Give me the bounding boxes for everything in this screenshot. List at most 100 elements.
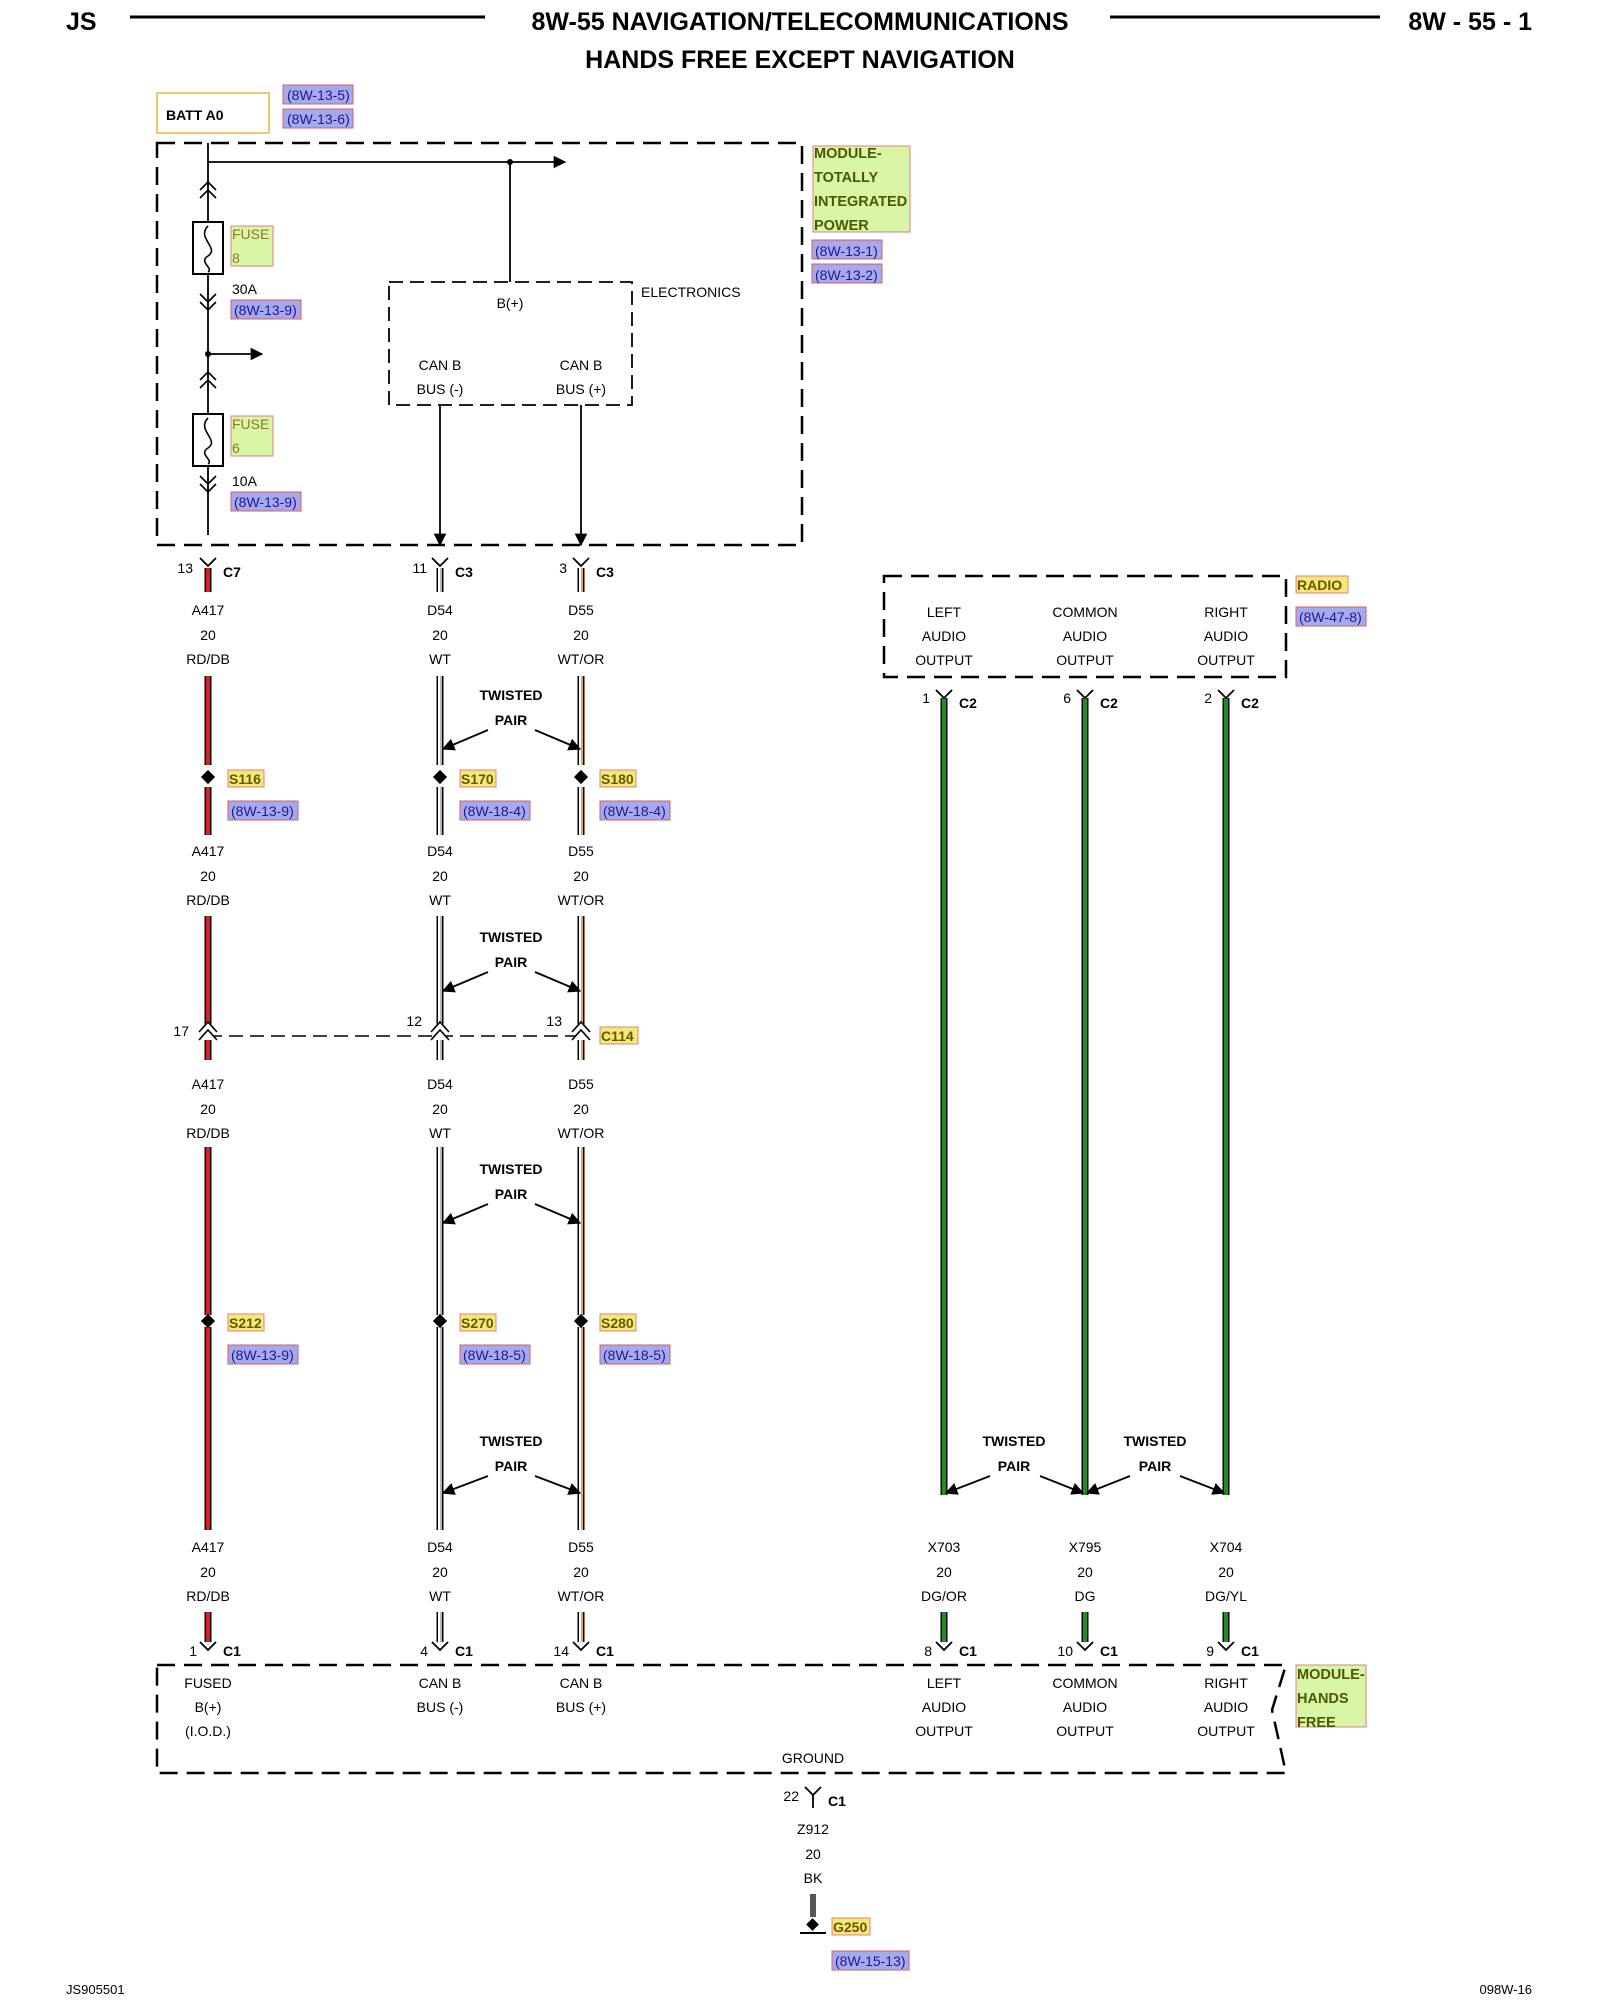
wire-a417-color-3: RD/DB <box>186 1125 230 1141</box>
hf-pin-fused-1: FUSED <box>184 1675 231 1691</box>
radio-tag[interactable]: RADIO <box>1297 577 1342 593</box>
batt-a0-box <box>156 92 270 134</box>
conn-c7-name: C7 <box>223 564 241 580</box>
splice-s116[interactable]: S116 <box>229 771 261 787</box>
wire-d54-id-3: D54 <box>427 1076 453 1092</box>
tipm-ref-1[interactable]: (8W-13-1) <box>815 243 878 259</box>
fuse-6: FUSE 6 10A (8W-13-9) <box>192 413 302 512</box>
batt-ref-2[interactable]: (8W-13-6) <box>287 111 350 127</box>
tipm-label-2: TOTALLY <box>814 170 879 186</box>
twisted-pair-5-a: TWISTED <box>983 1433 1046 1449</box>
conn-c3-name-1: C3 <box>455 564 473 580</box>
electronics-bplus: B(+) <box>497 295 524 311</box>
wire-z912-color: BK <box>804 1870 823 1886</box>
hf-pin-right-1: RIGHT <box>1204 1675 1248 1691</box>
electronics-block: B(+) ELECTRONICS CAN B BUS (-) CAN B BUS… <box>388 281 741 547</box>
hf-conn-pin-10: 10 <box>1057 1643 1073 1659</box>
wire-d55-color-3: WT/OR <box>558 1125 605 1141</box>
canb-plus-1: CAN B <box>560 357 603 373</box>
hf-conn-name-3: C1 <box>596 1643 614 1659</box>
c114-pin-13: 13 <box>546 1013 562 1029</box>
radio-right-3: OUTPUT <box>1197 652 1255 668</box>
wire-d54-id-1: D54 <box>427 602 453 618</box>
twisted-pair-6-a: TWISTED <box>1124 1433 1187 1449</box>
radio-common-2: AUDIO <box>1063 628 1107 644</box>
ground-g250-ref[interactable]: (8W-15-13) <box>835 1953 906 1969</box>
wire-x795-id: X795 <box>1069 1539 1102 1555</box>
hf-pin-fused-3: (I.O.D.) <box>185 1723 231 1739</box>
wire-d55-color-2: WT/OR <box>558 892 605 908</box>
wire-d55-id-3: D55 <box>568 1076 594 1092</box>
ground-g250[interactable]: G250 <box>833 1919 867 1935</box>
hf-pin-canb-plus-1: CAN B <box>560 1675 603 1691</box>
fuse-8-ref[interactable]: (8W-13-9) <box>234 302 297 318</box>
splice-s212-ref[interactable]: (8W-13-9) <box>231 1347 294 1363</box>
hf-conn-name-6: C1 <box>1241 1643 1259 1659</box>
c114-pin-12: 12 <box>406 1013 422 1029</box>
hf-conn-name-2: C1 <box>455 1643 473 1659</box>
splice-s280[interactable]: S280 <box>601 1315 634 1331</box>
canb-minus-2: BUS (-) <box>417 381 464 397</box>
hf-pin-canb-plus-2: BUS (+) <box>556 1699 606 1715</box>
hf-conn-pin-4: 4 <box>420 1643 428 1659</box>
radio-conn-pin-1: 1 <box>922 690 930 706</box>
footer-left: JS905501 <box>66 1982 125 1997</box>
fuse-8-rating: 30A <box>232 281 258 297</box>
radio-ref[interactable]: (8W-47-8) <box>1299 609 1362 625</box>
hf-label-3: FREE <box>1297 1715 1336 1731</box>
wire-a417-id-2: A417 <box>192 843 225 859</box>
tipm-label-1: MODULE- <box>814 146 882 162</box>
ground-conn-name: C1 <box>828 1793 846 1809</box>
twisted-pair-2-a: TWISTED <box>480 929 543 945</box>
hf-pin-common-1: COMMON <box>1052 1675 1117 1691</box>
splice-s180-ref[interactable]: (8W-18-4) <box>603 803 666 819</box>
wire-a417-color-2: RD/DB <box>186 892 230 908</box>
canb-minus-1: CAN B <box>419 357 462 373</box>
hands-free-module: MODULE- HANDS FREE FUSED B(+) (I.O.D.) C… <box>155 1663 1367 1775</box>
wire-a417-color-1: RD/DB <box>186 651 230 667</box>
splice-s270-ref[interactable]: (8W-18-5) <box>463 1347 526 1363</box>
wire-x704-id: X704 <box>1210 1539 1243 1555</box>
hf-ground-label: GROUND <box>782 1750 844 1766</box>
canb-plus-2: BUS (+) <box>556 381 606 397</box>
wire-d55-id-1: D55 <box>568 602 594 618</box>
c114-name[interactable]: C114 <box>601 1028 634 1044</box>
hf-label-2: HANDS <box>1297 1691 1349 1707</box>
hf-conn-pin-8: 8 <box>924 1643 932 1659</box>
batt-ref-1[interactable]: (8W-13-5) <box>287 87 350 103</box>
radio-left-3: OUTPUT <box>915 652 973 668</box>
c114-pin-17: 17 <box>173 1023 189 1039</box>
splice-s170[interactable]: S170 <box>461 771 494 787</box>
radio-left-2: AUDIO <box>922 628 966 644</box>
twisted-pair-labels: TWISTED PAIR TWISTED PAIR TWISTED PAIR T… <box>441 687 1226 1495</box>
wire-a417-id-4: A417 <box>192 1539 225 1555</box>
wire-d54-gauge-3: 20 <box>432 1101 448 1117</box>
batt-a0-label: BATT A0 <box>166 107 224 123</box>
radio-conn-name-2: C2 <box>1100 695 1118 711</box>
fuse-6-rating: 10A <box>232 473 258 489</box>
twisted-pair-4-b: PAIR <box>495 1458 527 1474</box>
splice-s180[interactable]: S180 <box>601 771 634 787</box>
hf-pin-common-2: AUDIO <box>1063 1699 1107 1715</box>
splice-s270[interactable]: S270 <box>461 1315 494 1331</box>
hf-pin-canb-minus-2: BUS (-) <box>417 1699 464 1715</box>
fuse-6-ref[interactable]: (8W-13-9) <box>234 494 297 510</box>
splice-s280-ref[interactable]: (8W-18-5) <box>603 1347 666 1363</box>
hf-conn-name-1: C1 <box>223 1643 241 1659</box>
twisted-pair-2-b: PAIR <box>495 954 527 970</box>
conn-c7-pin: 13 <box>177 560 193 576</box>
splice-s170-ref[interactable]: (8W-18-4) <box>463 803 526 819</box>
wire-a417-id-3: A417 <box>192 1076 225 1092</box>
hf-pin-left-3: OUTPUT <box>915 1723 973 1739</box>
radio-right-1: RIGHT <box>1204 604 1248 620</box>
hf-conn-name-4: C1 <box>959 1643 977 1659</box>
tipm-ref-2[interactable]: (8W-13-2) <box>815 267 878 283</box>
wire-x795-gauge: 20 <box>1077 1564 1093 1580</box>
wire-d55-color-1: WT/OR <box>558 651 605 667</box>
splice-s212[interactable]: S212 <box>229 1315 262 1331</box>
splice-s116-ref[interactable]: (8W-13-9) <box>231 803 294 819</box>
splices-row-2: S212 (8W-13-9) S270 (8W-18-5) S280 (8W-1… <box>200 1313 671 1365</box>
wire-labels: A417 20 RD/DB A417 20 RD/DB A417 20 RD/D… <box>186 602 1247 1604</box>
fuse-8: FUSE 8 30A (8W-13-9) <box>192 221 302 320</box>
